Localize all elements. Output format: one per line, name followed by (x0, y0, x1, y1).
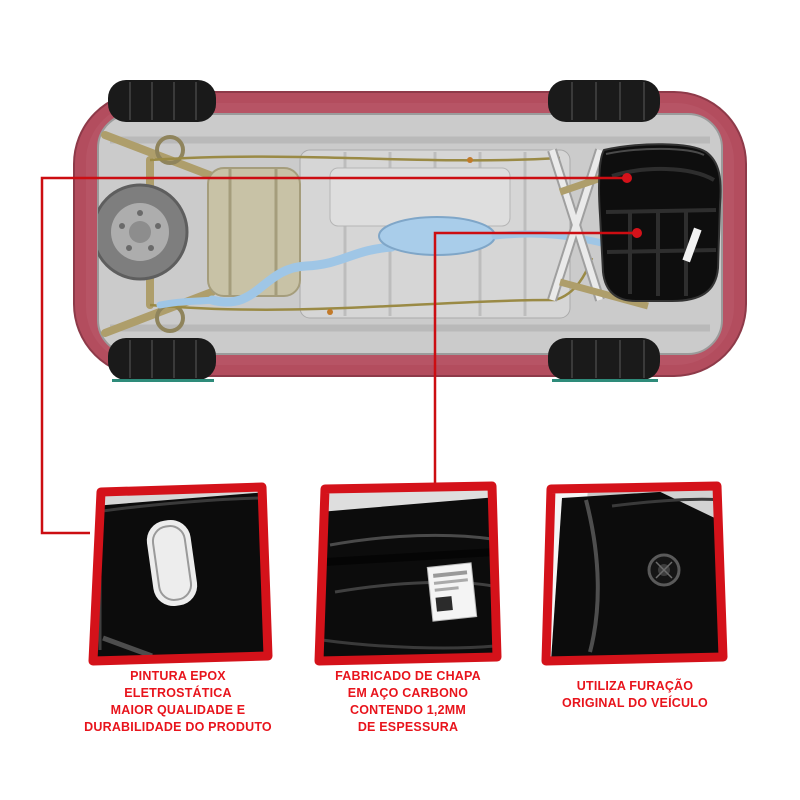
coil-spring-left-top (155, 135, 185, 165)
callout-frame-1 (88, 482, 273, 666)
callout-frame-2 (314, 481, 502, 666)
tire-shadow-teal (112, 379, 214, 382)
skid-plate-edge-light (605, 147, 705, 156)
tire-shadow-teal (552, 379, 658, 382)
fuel-tank (207, 167, 301, 297)
leader-lines (40, 176, 637, 535)
tire-rear-left-bottom (108, 338, 216, 380)
callout-frame-3 (541, 481, 728, 666)
tire-front-right-bottom (548, 338, 660, 380)
line-clip (327, 309, 333, 315)
plate-label-sticker (426, 562, 478, 622)
leader-line-1 (40, 176, 627, 535)
tires (108, 80, 660, 382)
marker-dot-2 (632, 228, 642, 238)
front-subframe-lattice (547, 148, 650, 310)
skid-plate (598, 143, 722, 302)
leader-line-2 (433, 231, 637, 489)
muffler (378, 216, 496, 256)
tire-treads (129, 82, 645, 378)
callout-caption-1: PINTURA EPOX ELETROSTÁTICA MAIOR QUALIDA… (84, 669, 272, 734)
callout-photo-1 (93, 487, 268, 661)
tire-rear-left-top (108, 80, 216, 122)
callout-caption-3: UTILIZA FURAÇÃO ORIGINAL DO VEÍCULO (562, 679, 708, 710)
callout-photo-2 (319, 486, 497, 661)
original-bolt-hole (647, 553, 681, 587)
marker-dot-1 (622, 173, 632, 183)
callout-frames (88, 481, 728, 666)
line-clip (467, 157, 473, 163)
car-underbody (73, 80, 747, 382)
callout-photo-3 (546, 486, 723, 661)
exhaust-system (156, 216, 618, 309)
callout-caption-2: FABRICADO DE CHAPA EM AÇO CARBONO CONTEN… (335, 669, 481, 734)
skid-plate-highlight (682, 227, 702, 263)
spare-tire (98, 183, 189, 281)
tire-front-right-top (548, 80, 660, 122)
